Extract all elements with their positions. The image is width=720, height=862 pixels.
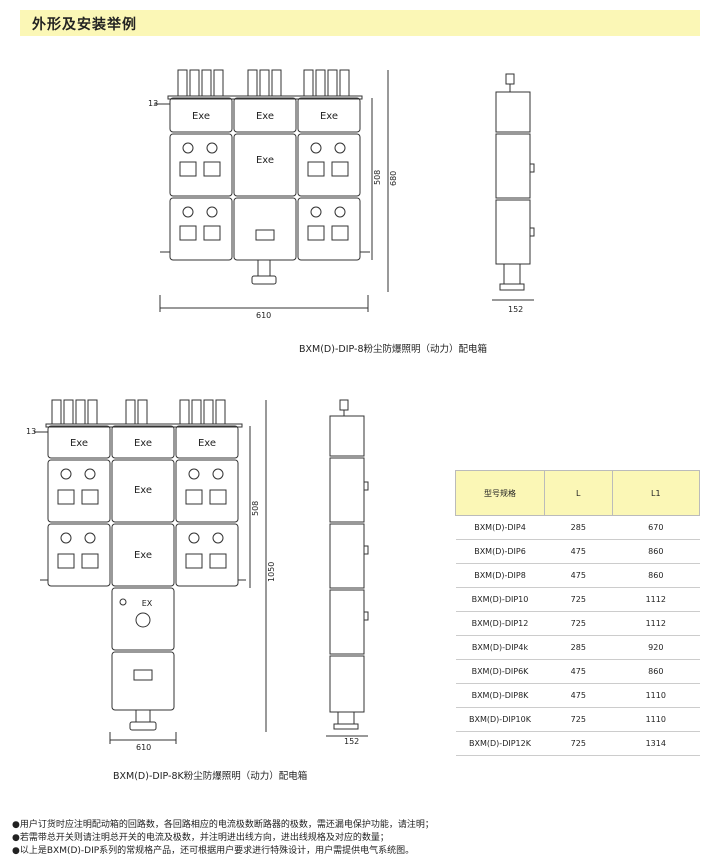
dim-side-width: 152 <box>508 305 523 314</box>
table-cell-l1: 920 <box>612 635 700 660</box>
table-cell-l: 725 <box>544 707 613 732</box>
diagram1-front-view: Exe Exe Exe Exe 610 13 508 680 <box>148 69 398 320</box>
table-cell-l: 725 <box>544 587 613 612</box>
note-item: ●以上是BXM(D)-DIP系列的常规格产品，还可根据用户要求进行特殊设计，用户… <box>12 846 415 856</box>
dim-width: 610 <box>256 311 271 320</box>
note-item: ●用户订货时应注明配动箱的回路数，各回路相应的电流极数断路器的极数，需还漏电保护… <box>12 820 434 830</box>
table-cell-l1: 860 <box>612 659 700 684</box>
section-title: 外形及安装举例 <box>32 17 137 33</box>
notes: ●用户订货时应注明配动箱的回路数，各回路相应的电流极数断路器的极数，需还漏电保护… <box>12 819 434 858</box>
table-cell-l1: 1110 <box>612 683 700 708</box>
exe-label: Exe <box>256 155 274 166</box>
diagram2-caption: BXM(D)-DIP-8K粉尘防爆照明（动力）配电箱 <box>113 771 308 782</box>
diagram1-side-view: 152 <box>492 73 535 314</box>
dim-width: 610 <box>136 743 151 752</box>
table-header-model: 型号规格 <box>455 470 545 516</box>
table-cell-l: 725 <box>544 731 613 756</box>
table-cell-l: 725 <box>544 611 613 636</box>
table-cell-model: BXM(D)-DIP10 <box>455 587 545 612</box>
diagram2-side-view: 152 <box>326 399 369 746</box>
section-header: 外形及安装举例 <box>20 10 700 36</box>
table-cell-model: BXM(D)-DIP8 <box>455 563 545 588</box>
dim-height-outer: 680 <box>389 171 398 186</box>
table-cell-l1: 1112 <box>612 611 700 636</box>
table-cell-model: BXM(D)-DIP4k <box>455 635 545 660</box>
dim-height-outer: 1050 <box>267 562 276 582</box>
table-cell-model: BXM(D)-DIP12 <box>455 611 545 636</box>
table-cell-model: BXM(D)-DIP10K <box>455 707 545 732</box>
exe-label: Exe <box>320 111 338 122</box>
dim-height-inner: 508 <box>251 501 260 516</box>
table-cell-l1: 670 <box>612 515 700 540</box>
exe-label: Exe <box>256 111 274 122</box>
table-cell-l: 475 <box>544 683 613 708</box>
table-cell-l1: 1110 <box>612 707 700 732</box>
table-cell-l1: 1112 <box>612 587 700 612</box>
table-header-row: 型号规格 L L1 <box>455 470 701 516</box>
exe-label: Exe <box>134 550 152 561</box>
diagram2-front-view: Exe Exe Exe Exe Exe EX 610 13 508 1050 <box>26 399 276 752</box>
table-cell-l: 285 <box>544 515 613 540</box>
dim-height-inner: 508 <box>373 170 382 185</box>
cable-glands-top <box>177 69 350 97</box>
dim-edge: 13 <box>26 427 36 436</box>
exe-label: Exe <box>70 438 88 449</box>
ex-label: EX <box>142 599 153 608</box>
table-cell-model: BXM(D)-DIP12K <box>455 731 545 756</box>
table-cell-model: BXM(D)-DIP8K <box>455 683 545 708</box>
table-cell-model: BXM(D)-DIP6K <box>455 659 545 684</box>
table-header-l: L <box>544 470 613 516</box>
table-cell-l: 475 <box>544 563 613 588</box>
table-cell-l: 285 <box>544 635 613 660</box>
table-cell-l: 475 <box>544 539 613 564</box>
table-cell-l1: 860 <box>612 563 700 588</box>
diagram1-caption: BXM(D)-DIP-8粉尘防爆照明（动力）配电箱 <box>299 344 487 355</box>
table-cell-model: BXM(D)-DIP4 <box>455 515 545 540</box>
table-cell-l1: 1314 <box>612 731 700 756</box>
cable-glands-top <box>51 399 226 425</box>
exe-label: Exe <box>192 111 210 122</box>
dim-edge: 13 <box>148 99 158 108</box>
exe-label: Exe <box>198 438 216 449</box>
exe-label: Exe <box>134 485 152 496</box>
table-cell-l1: 860 <box>612 539 700 564</box>
dim-side-width: 152 <box>344 737 359 746</box>
table-cell-l: 475 <box>544 659 613 684</box>
note-item: ●若需带总开关则请注明总开关的电流及极数，并注明进出线方向，进出线规格及对应的数… <box>12 833 389 843</box>
exe-label: Exe <box>134 438 152 449</box>
table-header-l1: L1 <box>611 470 701 516</box>
table-cell-model: BXM(D)-DIP6 <box>455 539 545 564</box>
